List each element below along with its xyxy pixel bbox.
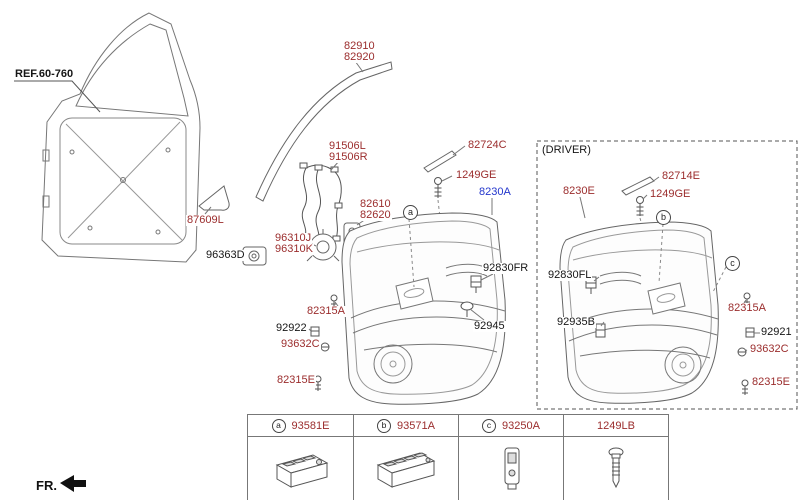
part-label-8230E[interactable]: 8230E [562, 185, 596, 197]
door-wiring-harness-drawing [299, 159, 343, 243]
part-label-96310J[interactable]: 96310J [274, 232, 313, 244]
callout-b-badge: b [377, 418, 392, 433]
table-image-cell [563, 437, 668, 500]
part-label-92921[interactable]: 92921 [760, 326, 793, 338]
table-part-number-93581E[interactable]: 93581E [291, 419, 330, 432]
window-run-strip-drawing [255, 60, 393, 202]
fr-direction-label: FR. [36, 478, 57, 493]
table-header-cell: c 93250A [458, 415, 563, 437]
trim-strip-drawing [423, 145, 466, 173]
screw-1249LB-image [608, 447, 624, 488]
part-label-92922[interactable]: 92922 [275, 322, 308, 334]
part-label-82620[interactable]: 82620 [359, 209, 392, 221]
part-label-82315A-driver[interactable]: 82315A [727, 302, 767, 314]
mirror-garnish-drawing [198, 185, 230, 215]
part-label-92830FL[interactable]: 92830FL [547, 269, 593, 281]
front-door-trim-panel-drawing [341, 197, 506, 405]
part-label-91506L[interactable]: 91506L [328, 140, 367, 152]
part-label-82910[interactable]: 82910 [343, 40, 376, 52]
tweeter-speaker-drawing [242, 246, 267, 266]
callout-a-marker: a [403, 205, 418, 220]
part-label-82610[interactable]: 82610 [359, 198, 392, 210]
front-door-frame-drawing [14, 12, 201, 263]
callout-b-marker: b [656, 210, 671, 225]
part-label-1249GE-driver[interactable]: 1249GE [649, 188, 692, 200]
part-label-82315E-driver[interactable]: 82315E [751, 376, 791, 388]
part-label-82920[interactable]: 82920 [343, 51, 376, 63]
table-header-cell: 1249LB [563, 415, 668, 437]
table-image-cell [248, 437, 353, 500]
window-switch-93581E-image [275, 453, 328, 488]
part-label-92935B[interactable]: 92935B [556, 316, 596, 328]
callout-c-marker: c [725, 256, 740, 271]
table-part-number-93250A[interactable]: 93250A [502, 419, 540, 432]
driver-section-box [536, 140, 798, 410]
callout-a-badge: a [271, 418, 286, 433]
part-label-82315E[interactable]: 82315E [276, 374, 316, 386]
table-image-cell [458, 437, 563, 500]
part-label-93632C[interactable]: 93632C [280, 338, 321, 350]
part-label-8230A-selected[interactable]: 8230A [478, 186, 512, 198]
clip-icon [308, 273, 494, 391]
table-header-cell: b 93571A [353, 415, 458, 437]
part-label-82315A[interactable]: 82315A [306, 305, 346, 317]
table-image-cell [353, 437, 458, 500]
table-part-number-93571A[interactable]: 93571A [397, 419, 435, 432]
part-label-93632C-driver[interactable]: 93632C [749, 343, 790, 355]
switch-93250A-image [504, 447, 520, 489]
part-label-96310K[interactable]: 96310K [274, 243, 314, 255]
part-label-82714E[interactable]: 82714E [661, 170, 701, 182]
part-label-92830FR[interactable]: 92830FR [482, 262, 530, 274]
callout-parts-table: a 93581E b 93571A c 93250A 1249LB [247, 414, 669, 500]
part-label-92945[interactable]: 92945 [473, 320, 506, 332]
part-label-96363D[interactable]: 96363D [205, 249, 246, 261]
part-label-82724C[interactable]: 82724C [467, 139, 508, 151]
driver-section-label: (DRIVER) [541, 144, 592, 156]
part-label-91506R[interactable]: 91506R [328, 151, 369, 163]
table-header-cell: a 93581E [248, 415, 353, 437]
clip-icon [585, 276, 760, 395]
driver-door-trim-panel-drawing [559, 196, 727, 404]
fr-direction-arrow-icon [60, 475, 86, 492]
window-switch-93571A-image [376, 451, 436, 488]
ref-link[interactable]: REF.60-760 [14, 68, 75, 80]
part-label-1249GE[interactable]: 1249GE [455, 169, 498, 181]
callout-c-badge: c [482, 418, 497, 433]
table-part-number-1249LB[interactable]: 1249LB [597, 419, 635, 432]
part-label-87609L[interactable]: 87609L [186, 214, 225, 226]
